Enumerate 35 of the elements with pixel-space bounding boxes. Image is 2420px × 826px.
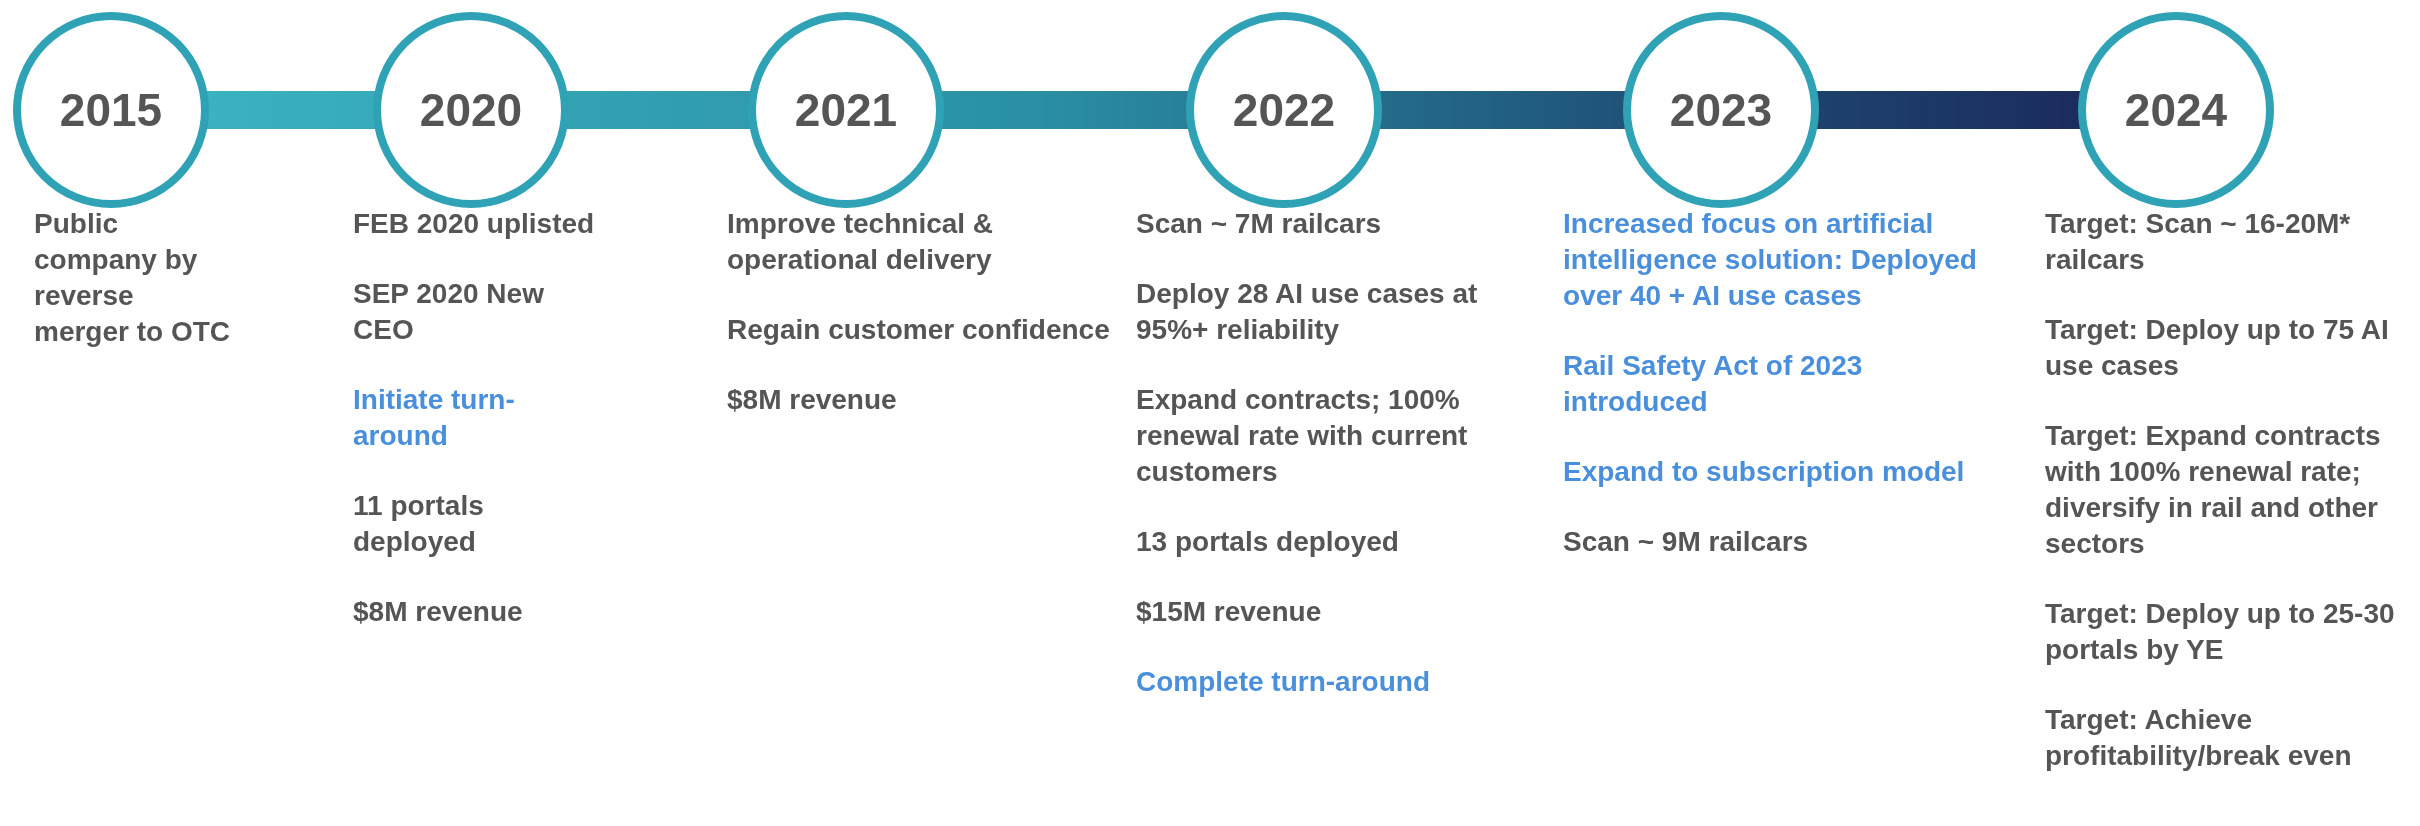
milestone-text: Complete turn-around	[1136, 665, 1431, 699]
year-label: 2022	[1232, 83, 1336, 137]
milestone-text: 13 portals deployed	[1136, 525, 1400, 559]
milestone-text: Expand contracts; 100% renewal rate with current customers	[1136, 383, 1469, 489]
timeline-bar	[1817, 91, 2080, 129]
milestone-text: Target: Scan ~ 16-20M* railcars	[2045, 207, 2352, 277]
milestone-text: Increased focus on artificial intelligence solution: Deployed over 40 + AI use cases	[1563, 207, 1978, 313]
milestone-text: Rail Safety Act of 2023 introduced	[1563, 349, 1864, 419]
milestone-text: Deploy 28 AI use cases at 95%+ reliability	[1136, 277, 1479, 347]
milestone-text: SEP 2020 New CEO	[353, 277, 545, 347]
milestone-text: FEB 2020 uplisted	[353, 207, 596, 241]
timeline-bar	[1380, 91, 1625, 129]
milestone-text: Target: Achieve profitability/break even	[2045, 703, 2353, 773]
milestone-text: Target: Deploy up to 25-30 portals by YE	[2045, 597, 2396, 667]
milestone-text: Regain customer confidence	[727, 313, 1111, 347]
timeline-bar	[207, 91, 375, 129]
milestone-text: Public company by reverse merger to OTC	[34, 207, 232, 349]
milestone-text: Expand to subscription model	[1563, 455, 1966, 489]
milestone-text: $15M revenue	[1136, 595, 1323, 629]
year-label: 2021	[794, 83, 898, 137]
milestone-text: Initiate turn-around	[353, 383, 516, 453]
year-label: 2024	[2124, 83, 2228, 137]
milestone-text: 11 portals deployed	[353, 489, 485, 559]
milestone-text: Target: Deploy up to 75 AI use cases	[2045, 313, 2390, 383]
milestone-text: Scan ~ 7M railcars	[1136, 207, 1383, 241]
milestone-text: $8M revenue	[353, 595, 524, 629]
milestone-text: Target: Expand contracts with 100% renewal rate; diversify in rail and other sectors	[2045, 419, 2382, 561]
year-label: 2020	[419, 83, 523, 137]
milestone-text: Improve technical & operational delivery	[727, 207, 995, 277]
year-label: 2015	[59, 83, 163, 137]
milestone-text: $8M revenue	[727, 383, 898, 417]
timeline-bar	[567, 91, 750, 129]
timeline-bar	[942, 91, 1188, 129]
milestone-text: Scan ~ 9M railcars	[1563, 525, 1810, 559]
year-label: 2023	[1669, 83, 1773, 137]
